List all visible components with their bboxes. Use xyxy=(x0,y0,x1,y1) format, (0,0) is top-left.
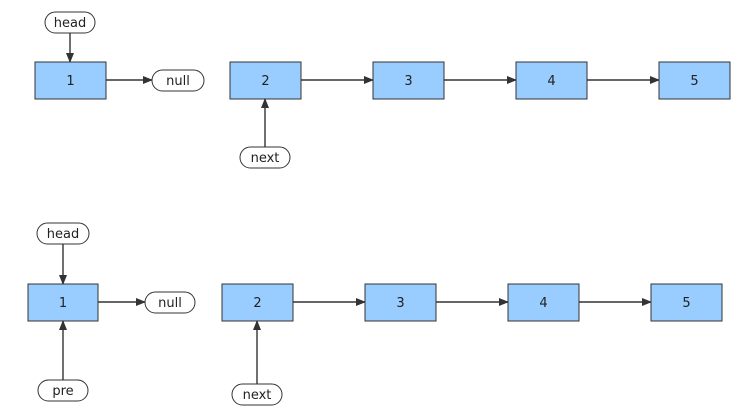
top-node-3: 3 xyxy=(372,61,445,100)
top-node-5-label: 5 xyxy=(690,74,698,89)
top-node-2: 2 xyxy=(229,61,302,100)
top-node-5: 5 xyxy=(658,61,731,100)
top-node-1-label: 1 xyxy=(66,74,74,89)
bottom-list: head 1 null pre 2 3 xyxy=(27,222,723,406)
bottom-node-3-label: 3 xyxy=(396,296,404,311)
top-next-label: next xyxy=(251,151,280,166)
top-node-3-label: 3 xyxy=(404,74,412,89)
top-next-pointer: next xyxy=(239,146,291,169)
bottom-head-label: head xyxy=(47,227,79,242)
bottom-node-5: 5 xyxy=(650,283,723,322)
top-null-label: null xyxy=(166,74,190,89)
bottom-node-2-label: 2 xyxy=(253,296,261,311)
bottom-node-3: 3 xyxy=(364,283,437,322)
top-node-4-label: 4 xyxy=(547,74,555,89)
top-node-1: 1 xyxy=(34,61,107,100)
bottom-null: null xyxy=(144,291,196,314)
bottom-next-label: next xyxy=(243,388,272,403)
bottom-next-pointer: next xyxy=(231,383,283,406)
bottom-head-pointer: head xyxy=(36,222,90,245)
top-node-4: 4 xyxy=(515,61,588,100)
top-null: null xyxy=(151,69,205,92)
bottom-pre-pointer: pre xyxy=(37,379,89,402)
bottom-node-5-label: 5 xyxy=(682,296,690,311)
bottom-node-1: 1 xyxy=(27,283,99,322)
top-node-2-label: 2 xyxy=(261,74,269,89)
bottom-pre-label: pre xyxy=(52,384,73,399)
bottom-node-4: 4 xyxy=(507,283,580,322)
bottom-node-1-label: 1 xyxy=(59,296,67,311)
top-head-pointer: head xyxy=(44,11,96,34)
bottom-node-2: 2 xyxy=(221,283,294,322)
top-list: head 1 null 2 3 4 xyxy=(34,11,731,169)
bottom-node-4-label: 4 xyxy=(539,296,547,311)
top-head-label: head xyxy=(54,16,86,31)
bottom-null-label: null xyxy=(158,296,182,311)
